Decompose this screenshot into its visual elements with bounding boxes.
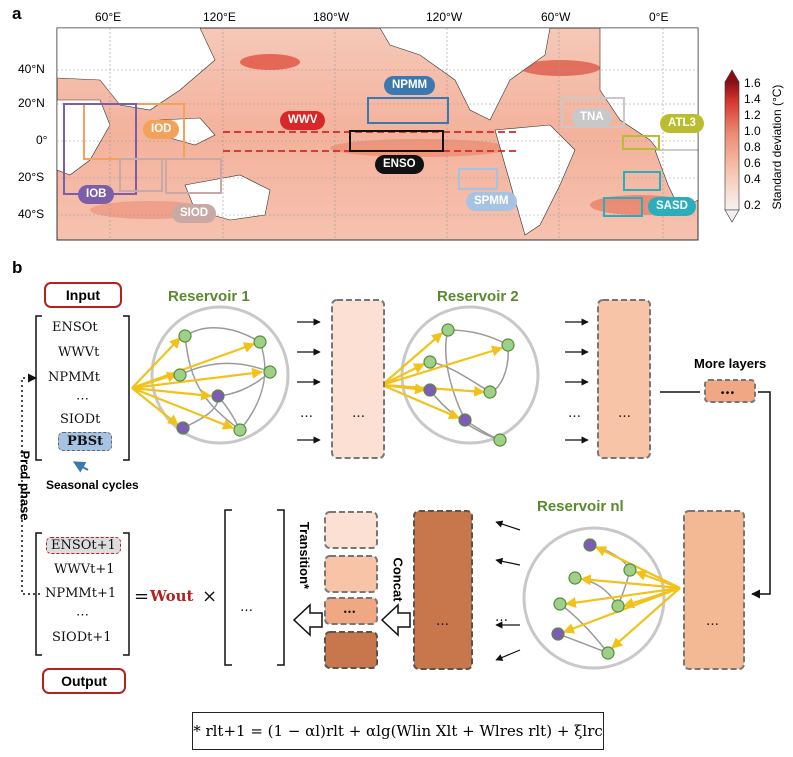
output-var-npmm: NPMMt+1 xyxy=(45,586,117,601)
region-badge-atl3: ATL3 xyxy=(660,114,704,133)
w-out: Wout xyxy=(150,587,194,605)
times-sign: × xyxy=(202,586,218,607)
state-vector-r1 xyxy=(331,299,385,459)
colorbar xyxy=(724,69,740,223)
colorbar-tick: 0.8 xyxy=(744,140,761,154)
region-badge-iob: IOB xyxy=(78,185,115,204)
lon-tick-120e: 120°E xyxy=(203,10,236,24)
concat-label: Concat xyxy=(390,557,406,602)
state-vector-rnl-minus-1 xyxy=(683,510,745,670)
pred-phase-label: Pred phase xyxy=(17,450,33,521)
colorbar-tick: 1.2 xyxy=(744,108,761,122)
reservoir-nl-label: Reservoir nl xyxy=(537,498,624,515)
input-var-npmm: NPMMt xyxy=(48,370,100,385)
reservoir-2-label: Reservoir 2 xyxy=(437,288,519,305)
lat-tick-0: 0° xyxy=(36,133,48,147)
lat-tick-40s: 40°S xyxy=(18,207,45,221)
state-vector-r2 xyxy=(597,299,651,459)
reservoir-1-graph xyxy=(131,305,290,445)
output-var-siod: SIODt+1 xyxy=(52,630,112,645)
lat-tick-20s: 20°S xyxy=(18,170,45,184)
rnl-arrow-ellipsis: … xyxy=(495,610,508,625)
transition-formula: * rlt+1 = (1 − αl)rlt + αlg(Wlin Xlt + W… xyxy=(192,712,604,750)
region-badge-wwv: WWV xyxy=(280,111,326,130)
colorbar-tick: 0.2 xyxy=(744,198,761,212)
input-bracket xyxy=(35,315,285,666)
lon-tick-0e: 0°E xyxy=(649,10,669,24)
r2-arrow-ellipsis: … xyxy=(568,406,581,421)
input-var-siod: SIODt xyxy=(60,412,101,427)
input-var-pbs: PBSt xyxy=(58,432,113,451)
input-var-enso: ENSOt xyxy=(52,320,98,335)
input-var-wwv: WWVt xyxy=(58,345,100,360)
colorbar-tick: 0.6 xyxy=(744,156,761,170)
rnl1-ellipsis: … xyxy=(706,614,719,629)
region-badge-iod: IOD xyxy=(143,120,180,139)
panel-a-letter: a xyxy=(12,4,22,23)
panel-b-letter: b xyxy=(12,258,23,277)
reservoir-1-label: Reservoir 1 xyxy=(168,288,250,305)
region-badge-tna: TNA xyxy=(572,108,612,127)
lat-tick-20n: 20°N xyxy=(18,96,45,110)
lon-tick-60e: 60°E xyxy=(95,10,122,24)
input-label: Input xyxy=(44,282,122,308)
input-var-ellipsis: ⋯ xyxy=(76,392,89,407)
lon-tick-120w: 120°W xyxy=(426,10,463,24)
more-layers-box xyxy=(704,379,756,403)
lon-tick-180w: 180°W xyxy=(313,10,350,24)
r2-ellipsis: … xyxy=(618,406,631,421)
output-var-ellipsis: ⋯ xyxy=(76,608,89,623)
reservoir-2-graph xyxy=(381,305,540,447)
output-vector-ellipsis: … xyxy=(240,600,253,615)
colorbar-tick: 1.0 xyxy=(744,124,761,138)
r1-arrow-ellipsis: … xyxy=(300,406,313,421)
colorbar-label: Standard deviation (°C) xyxy=(770,84,784,210)
region-badge-spmm: SPMM xyxy=(466,192,517,211)
region-badge-sasd: SASD xyxy=(648,197,696,216)
output-var-enso: ENSOt+1 xyxy=(46,537,121,554)
reservoir-nl-graph xyxy=(522,526,681,670)
region-badge-siod: SIOD xyxy=(172,204,217,223)
rnl-ellipsis: … xyxy=(436,614,449,629)
equals-sign: = xyxy=(134,586,150,607)
r1-ellipsis: … xyxy=(352,406,365,421)
output-var-wwv: WWVt+1 xyxy=(54,562,115,577)
colorbar-tick: 0.4 xyxy=(744,172,761,186)
colorbar-tick: 1.4 xyxy=(744,92,761,106)
transition-label: Transition* xyxy=(297,521,313,590)
lon-tick-60w: 60°W xyxy=(541,10,571,24)
region-badge-enso: ENSO xyxy=(375,155,424,174)
colorbar-tick: 1.6 xyxy=(744,76,761,90)
more-layers-label: More layers xyxy=(694,356,767,371)
output-label: Output xyxy=(42,668,126,694)
seasonal-cycles-label: Seasonal cycles xyxy=(46,478,139,492)
more-layers-dots: … xyxy=(720,380,735,398)
concat-ellipsis: … xyxy=(343,602,356,617)
lat-tick-40n: 40°N xyxy=(18,62,45,76)
state-vector-rnl xyxy=(413,510,473,670)
region-badge-npmm: NPMM xyxy=(384,76,436,95)
